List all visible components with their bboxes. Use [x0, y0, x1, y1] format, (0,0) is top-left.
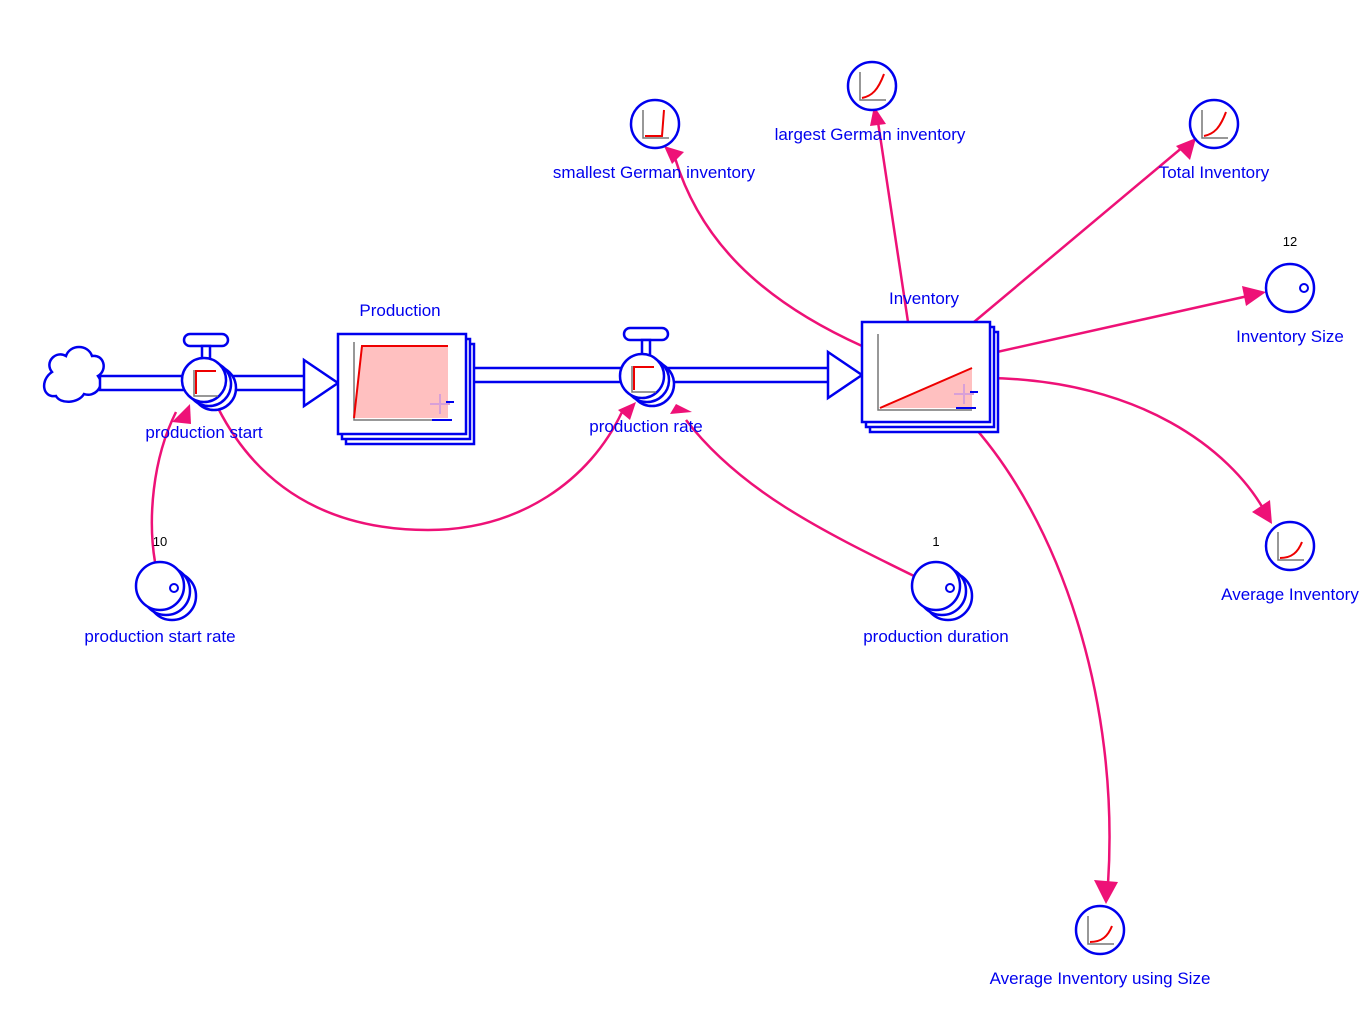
- plus-minus-icon: [954, 384, 978, 409]
- graph-icon: [1201, 110, 1228, 139]
- constant-production-duration[interactable]: [910, 560, 974, 622]
- graph-icon: [631, 366, 656, 393]
- link-inventory-to-average-size[interactable]: [967, 419, 1111, 885]
- flow-production-rate-label: production rate: [589, 417, 702, 436]
- stock-inventory-label: Inventory: [889, 289, 959, 308]
- converter-largest-german-inventory[interactable]: [846, 60, 898, 112]
- valve-icon: [622, 326, 670, 362]
- link-arrowhead: [1242, 286, 1266, 306]
- link-inventory-to-smallest[interactable]: [673, 157, 863, 348]
- constant-production-start-rate-value: 10: [153, 534, 167, 549]
- link-arrowhead: [1176, 138, 1196, 160]
- graph-icon: [353, 342, 448, 421]
- converter-average-inventory-label: Average Inventory: [1221, 585, 1359, 604]
- converter-average-inventory[interactable]: [1264, 520, 1316, 572]
- graph-icon: [877, 334, 973, 411]
- stock-inventory[interactable]: [860, 320, 1000, 434]
- link-start-to-rate[interactable]: [216, 407, 624, 532]
- link-arrowhead: [618, 402, 636, 420]
- stock-production-label: Production: [359, 301, 440, 320]
- link-arrowhead: [1252, 500, 1272, 524]
- constant-production-duration-value: 1: [932, 534, 939, 549]
- graph-icon: [642, 109, 669, 139]
- graph-icon: [859, 72, 886, 101]
- constant-production-start-rate[interactable]: [134, 560, 198, 622]
- graph-icon: [1087, 916, 1114, 945]
- link-arrowhead: [172, 404, 191, 424]
- graph-icon: [1277, 532, 1304, 561]
- link-arrowhead: [664, 146, 684, 164]
- link-duration-to-rate[interactable]: [685, 419, 915, 578]
- constant-production-start-rate-label: production start rate: [84, 627, 235, 646]
- stock-production[interactable]: [336, 332, 476, 446]
- constant-inventory-size[interactable]: [1264, 262, 1316, 314]
- converter-average-inventory-using-size-label: Average Inventory using Size: [990, 969, 1211, 988]
- plus-minus-icon: [430, 394, 454, 421]
- link-inventory-to-largest[interactable]: [876, 121, 910, 323]
- link-arrowhead: [1094, 880, 1118, 904]
- constant-inventory-size-value: 12: [1283, 234, 1297, 249]
- converter-smallest-german-inventory-label: smallest German inventory: [553, 163, 756, 182]
- connectors: [150, 106, 1272, 904]
- link-inventory-to-size[interactable]: [987, 294, 1249, 356]
- link-inventory-to-total[interactable]: [973, 145, 1185, 323]
- converter-largest-german-inventory-label: largest German inventory: [775, 125, 966, 144]
- constant-production-duration-label: production duration: [863, 627, 1009, 646]
- constant-inventory-size-label: Inventory Size: [1236, 327, 1344, 346]
- link-arrowhead: [670, 404, 692, 414]
- cloud-icon: [43, 345, 105, 403]
- converter-total-inventory-label: Total Inventory: [1159, 163, 1270, 182]
- flow-production-start-label: production start: [145, 423, 262, 442]
- converter-smallest-german-inventory[interactable]: [629, 98, 681, 150]
- graph-icon: [193, 370, 218, 397]
- link-inventory-to-average[interactable]: [987, 376, 1266, 511]
- converter-total-inventory[interactable]: [1188, 98, 1240, 150]
- flow-production-rate[interactable]: [618, 326, 676, 408]
- flow-production-start[interactable]: [180, 332, 238, 412]
- link-start-rate-to-start[interactable]: [150, 411, 178, 563]
- converter-average-inventory-using-size[interactable]: [1074, 904, 1126, 956]
